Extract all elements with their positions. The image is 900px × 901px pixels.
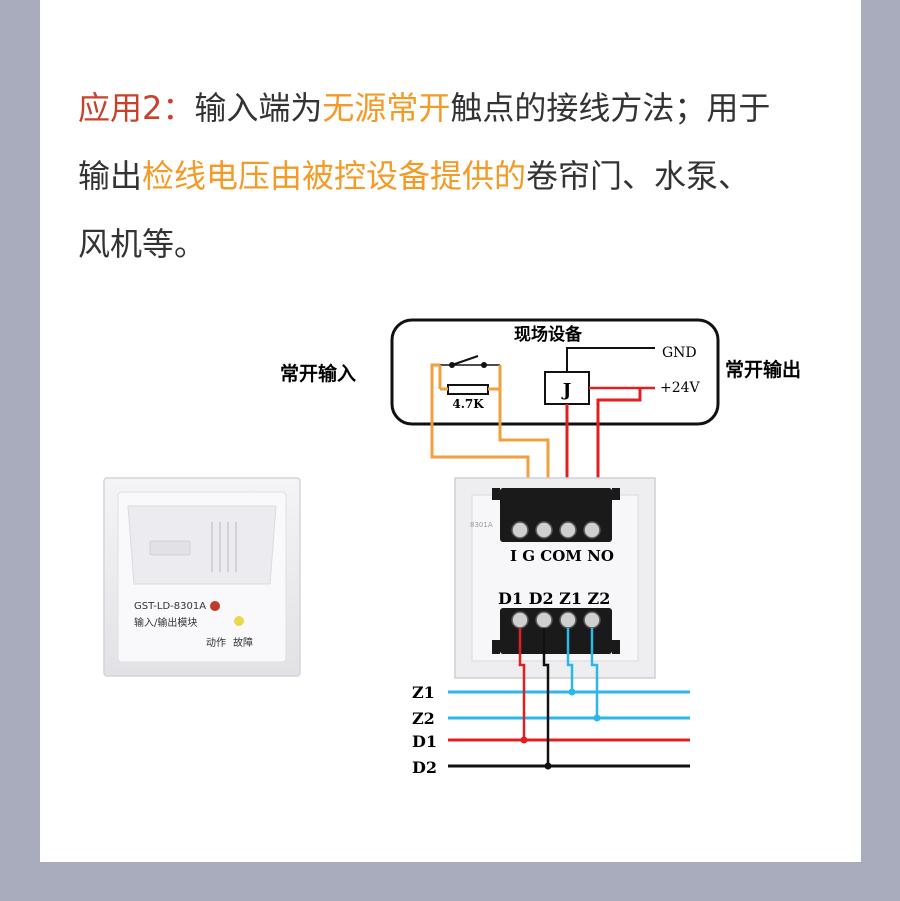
module-model-label: GST-LD-8301A — [134, 601, 206, 612]
d1-drop-wire — [518, 628, 526, 740]
application-label: 应用2： — [78, 89, 195, 127]
z1-drop-wire — [566, 628, 574, 692]
text-segment: 触点的接线方法；用于 — [450, 89, 771, 127]
description-paragraph: 应用2：输入端为无源常开触点的接线方法；用于输出检线电压由被控设备提供的卷帘门、… — [78, 74, 838, 278]
resistor-symbol — [447, 384, 489, 395]
text-segment: 输入端为 — [194, 89, 323, 127]
no-output-label: 常开输出 — [725, 358, 801, 381]
z2-junction — [593, 714, 601, 722]
pcb-mark: 8301A — [470, 521, 493, 529]
bottom-terminal-labels: D1 D2 Z1 Z2 — [498, 589, 610, 608]
no-wire — [596, 388, 642, 520]
bus-label-z2: Z2 — [412, 709, 435, 728]
top-terminal-block — [492, 488, 620, 542]
text-segment: 输出 — [78, 157, 143, 195]
d2-drop-wire — [542, 628, 550, 766]
top-terminal-labels: I G COM NO — [510, 547, 614, 565]
gnd-wire — [566, 347, 655, 372]
text-segment: 风机等。 — [78, 225, 207, 263]
relay-label: J — [561, 380, 572, 401]
module-name-label: 输入/输出模块 — [134, 616, 197, 629]
field-device-label: 现场设备 — [514, 324, 583, 345]
module-photo: GST-LD-8301A 输入/输出模块 动作 故障 — [103, 477, 301, 677]
d1-junction — [520, 736, 528, 744]
z2-drop-wire — [590, 628, 599, 718]
z1-junction — [568, 688, 576, 696]
action-led-label: 动作 — [206, 637, 226, 649]
highlight-passive-no: 无源常开 — [322, 89, 451, 127]
no-input-label: 常开输入 — [280, 362, 356, 385]
gnd-label: GND — [662, 345, 697, 361]
text-segment: 卷帘门、水泵、 — [526, 157, 751, 195]
resistor-label: 4.7K — [452, 397, 484, 411]
highlight-voltage-source: 检线电压由被控设备提供的 — [142, 157, 527, 195]
action-led-icon — [210, 601, 220, 611]
switch-contact — [440, 355, 500, 368]
bus-label-d1: D1 — [412, 732, 437, 751]
bottom-terminal-block — [492, 608, 620, 654]
fault-led-label: 故障 — [233, 636, 253, 649]
bus-label-d2: D2 — [412, 758, 437, 777]
plus24v-label: +24V — [660, 380, 701, 396]
fault-led-icon — [234, 616, 244, 626]
d2-junction — [544, 762, 552, 770]
bus-label-z1: Z1 — [412, 683, 435, 702]
